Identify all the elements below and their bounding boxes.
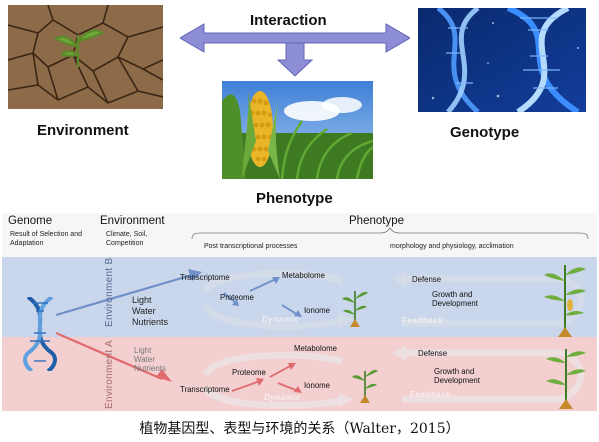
- env-b-growth: Growth and: [432, 290, 473, 299]
- env-a-ionome: Ionome: [304, 381, 331, 390]
- env-a-small-plant-icon: [352, 369, 378, 403]
- env-a-light: Light: [134, 346, 152, 355]
- env-b-ionome: Ionome: [304, 306, 331, 315]
- env-b-cycles: [202, 270, 585, 330]
- env-b-small-plant-icon: [342, 291, 368, 327]
- env-b-transcriptome: Transcriptome: [180, 273, 230, 282]
- env-b-proteome: Proteome: [220, 293, 254, 302]
- env-a-feedback: Feedback: [410, 390, 451, 399]
- environment-subtext: Climate, Soil, Competition: [106, 231, 148, 247]
- env-a-transcriptome: Transcriptome: [180, 385, 230, 394]
- dna-helix-image: [418, 8, 586, 112]
- env-b-dynamic: Dynamic: [262, 315, 299, 324]
- env-b-development: Development: [432, 299, 478, 308]
- environment-a-label: Environment A: [104, 340, 115, 409]
- interaction-label: Interaction: [250, 12, 327, 29]
- env-a-nutrients: Nutrients: [134, 364, 167, 373]
- genome-header: Genome: [8, 215, 53, 227]
- down-arrow-to-phenotype: [276, 42, 314, 77]
- env-a-large-plant-icon: [546, 349, 586, 409]
- genome-subtext: Result of Selection and Adaptation: [10, 231, 82, 247]
- phenotype-brace: [191, 227, 589, 240]
- env-b-metabolome: Metabolome: [282, 271, 325, 280]
- genome-to-environment-arrows: [55, 269, 202, 382]
- environment-header: Environment: [100, 215, 165, 227]
- corn-field-image: [222, 81, 373, 179]
- env-b-defense: Defense: [412, 275, 442, 284]
- environment-label: Environment: [37, 122, 129, 139]
- genome-environment-phenotype-diagram: Genome Result of Selection and Adaptatio…: [2, 213, 597, 411]
- env-b-feedback: Feedback: [402, 316, 443, 325]
- env-b-light: Light: [132, 295, 152, 305]
- env-a-water: Water: [134, 355, 156, 364]
- env-b-water: Water: [132, 306, 156, 316]
- genotype-label: Genotype: [450, 124, 520, 141]
- env-a-defense: Defense: [418, 349, 448, 358]
- post-transcriptional-subtext: Post transcriptional processes: [204, 243, 298, 250]
- env-a-proteome: Proteome: [232, 368, 266, 377]
- interaction-double-arrow: [180, 23, 410, 53]
- cracked-soil-seedling-image: [8, 5, 163, 109]
- env-a-resources: Light Water Nutrients: [134, 346, 166, 373]
- phenotype-header: Phenotype: [349, 215, 404, 227]
- env-a-dynamic: Dynamic: [264, 393, 301, 402]
- env-a-growth: Growth and: [434, 367, 475, 376]
- env-b-resources: Light Water Nutrients: [132, 295, 168, 328]
- env-b-large-plant-icon: [544, 265, 586, 337]
- interaction-arrows: [180, 23, 410, 77]
- phenotype-label: Phenotype: [256, 190, 333, 207]
- dna-helix-icon: [23, 297, 57, 371]
- env-a-metabolome: Metabolome: [294, 344, 337, 353]
- morphology-subtext: morphology and physiology, acclimation: [390, 243, 514, 250]
- env-b-nutrients: Nutrients: [132, 317, 169, 327]
- env-a-development: Development: [434, 376, 480, 385]
- figure-caption: 植物基因型、表型与环境的关系（Walter，2015）: [139, 421, 460, 437]
- environment-b-label: Environment B: [104, 257, 115, 328]
